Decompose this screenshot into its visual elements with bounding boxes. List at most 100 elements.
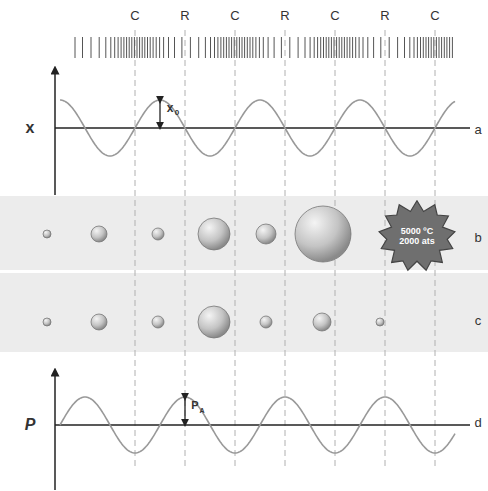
text-label: 0 <box>175 109 179 117</box>
density-tick <box>320 37 321 58</box>
bubble <box>198 306 230 338</box>
axis <box>55 127 470 129</box>
density-tick <box>449 37 450 58</box>
density-tick <box>298 37 299 58</box>
starburst-node: 5000 ºC 2000 ats <box>378 200 456 272</box>
density-tick <box>323 37 324 58</box>
density-tick <box>190 37 191 58</box>
bubble <box>295 206 351 262</box>
bubble <box>152 316 164 328</box>
density-tick <box>134 37 135 58</box>
density-tick <box>363 37 364 58</box>
text-label: b <box>474 231 481 244</box>
density-tick <box>142 37 143 58</box>
text-label: P <box>25 417 36 433</box>
density-tick <box>452 37 453 58</box>
bubble <box>43 318 51 326</box>
bubble <box>376 318 384 326</box>
density-tick <box>144 37 145 58</box>
axis <box>55 424 470 426</box>
density-tick <box>129 37 130 58</box>
density-tick <box>168 37 169 58</box>
density-tick <box>263 37 264 58</box>
density-tick <box>121 37 122 58</box>
density-tick <box>217 37 218 58</box>
text-label: C <box>130 9 139 22</box>
density-tick <box>397 37 398 58</box>
density-tick <box>226 37 227 58</box>
bubble-band <box>0 196 488 270</box>
density-tick <box>331 37 332 58</box>
density-tick <box>123 37 124 58</box>
density-tick <box>310 37 311 58</box>
density-tick <box>247 37 248 58</box>
density-tick <box>420 37 421 58</box>
density-tick <box>314 37 315 58</box>
pressure-wave <box>60 397 455 453</box>
density-tick <box>139 37 140 58</box>
density-tick <box>339 37 340 58</box>
density-tick <box>259 37 260 58</box>
bubble <box>256 224 276 244</box>
displacement-wave <box>60 100 455 156</box>
density-tick <box>352 37 353 58</box>
density-tick <box>317 37 318 58</box>
bubble <box>152 228 164 240</box>
text-label: R <box>180 9 189 22</box>
density-tick <box>236 37 237 58</box>
density-tick <box>82 37 83 58</box>
text-label: c <box>475 314 482 327</box>
density-tick <box>153 37 154 58</box>
bubble-band <box>0 273 488 352</box>
density-tick <box>274 37 275 58</box>
density-tick <box>242 37 243 58</box>
density-tick <box>414 37 415 58</box>
density-tick <box>355 37 356 58</box>
density-tick <box>344 37 345 58</box>
guide-line <box>185 30 186 470</box>
node-text: 5000 ºC 2000 ats <box>395 226 439 247</box>
density-tick <box>244 37 245 58</box>
bubble <box>198 218 230 250</box>
density-tick <box>404 37 405 58</box>
density-tick <box>359 37 360 58</box>
axis <box>54 372 56 490</box>
density-tick <box>210 37 211 58</box>
density-tick <box>181 37 182 58</box>
density-tick <box>137 37 138 58</box>
text-label: x <box>26 120 35 136</box>
density-tick <box>255 37 256 58</box>
text-label: C <box>330 9 339 22</box>
density-tick <box>281 37 282 58</box>
density-tick <box>328 37 329 58</box>
text-label: x <box>167 102 174 114</box>
text-label: R <box>280 9 289 22</box>
density-tick <box>389 37 390 58</box>
density-tick <box>75 37 76 58</box>
density-tick <box>250 37 251 58</box>
text-label: C <box>430 9 439 22</box>
density-tick <box>423 37 424 58</box>
guide-line <box>385 30 386 470</box>
density-tick <box>118 37 119 58</box>
density-tick <box>289 37 290 58</box>
density-tick <box>349 37 350 58</box>
text-label: P <box>191 400 198 411</box>
guide-line <box>135 30 136 470</box>
density-tick <box>114 37 115 58</box>
density-tick <box>441 37 442 58</box>
density-tick <box>367 37 368 58</box>
density-tick <box>234 37 235 58</box>
density-tick <box>205 37 206 58</box>
density-tick <box>336 37 337 58</box>
density-tick <box>439 37 440 58</box>
density-tick <box>147 37 148 58</box>
text-label: R <box>380 9 389 22</box>
density-tick <box>110 37 111 58</box>
amplitude-arrow <box>184 397 185 423</box>
density-tick <box>174 37 175 58</box>
text-label: d <box>474 416 481 429</box>
density-tick <box>252 37 253 58</box>
density-tick <box>231 37 232 58</box>
